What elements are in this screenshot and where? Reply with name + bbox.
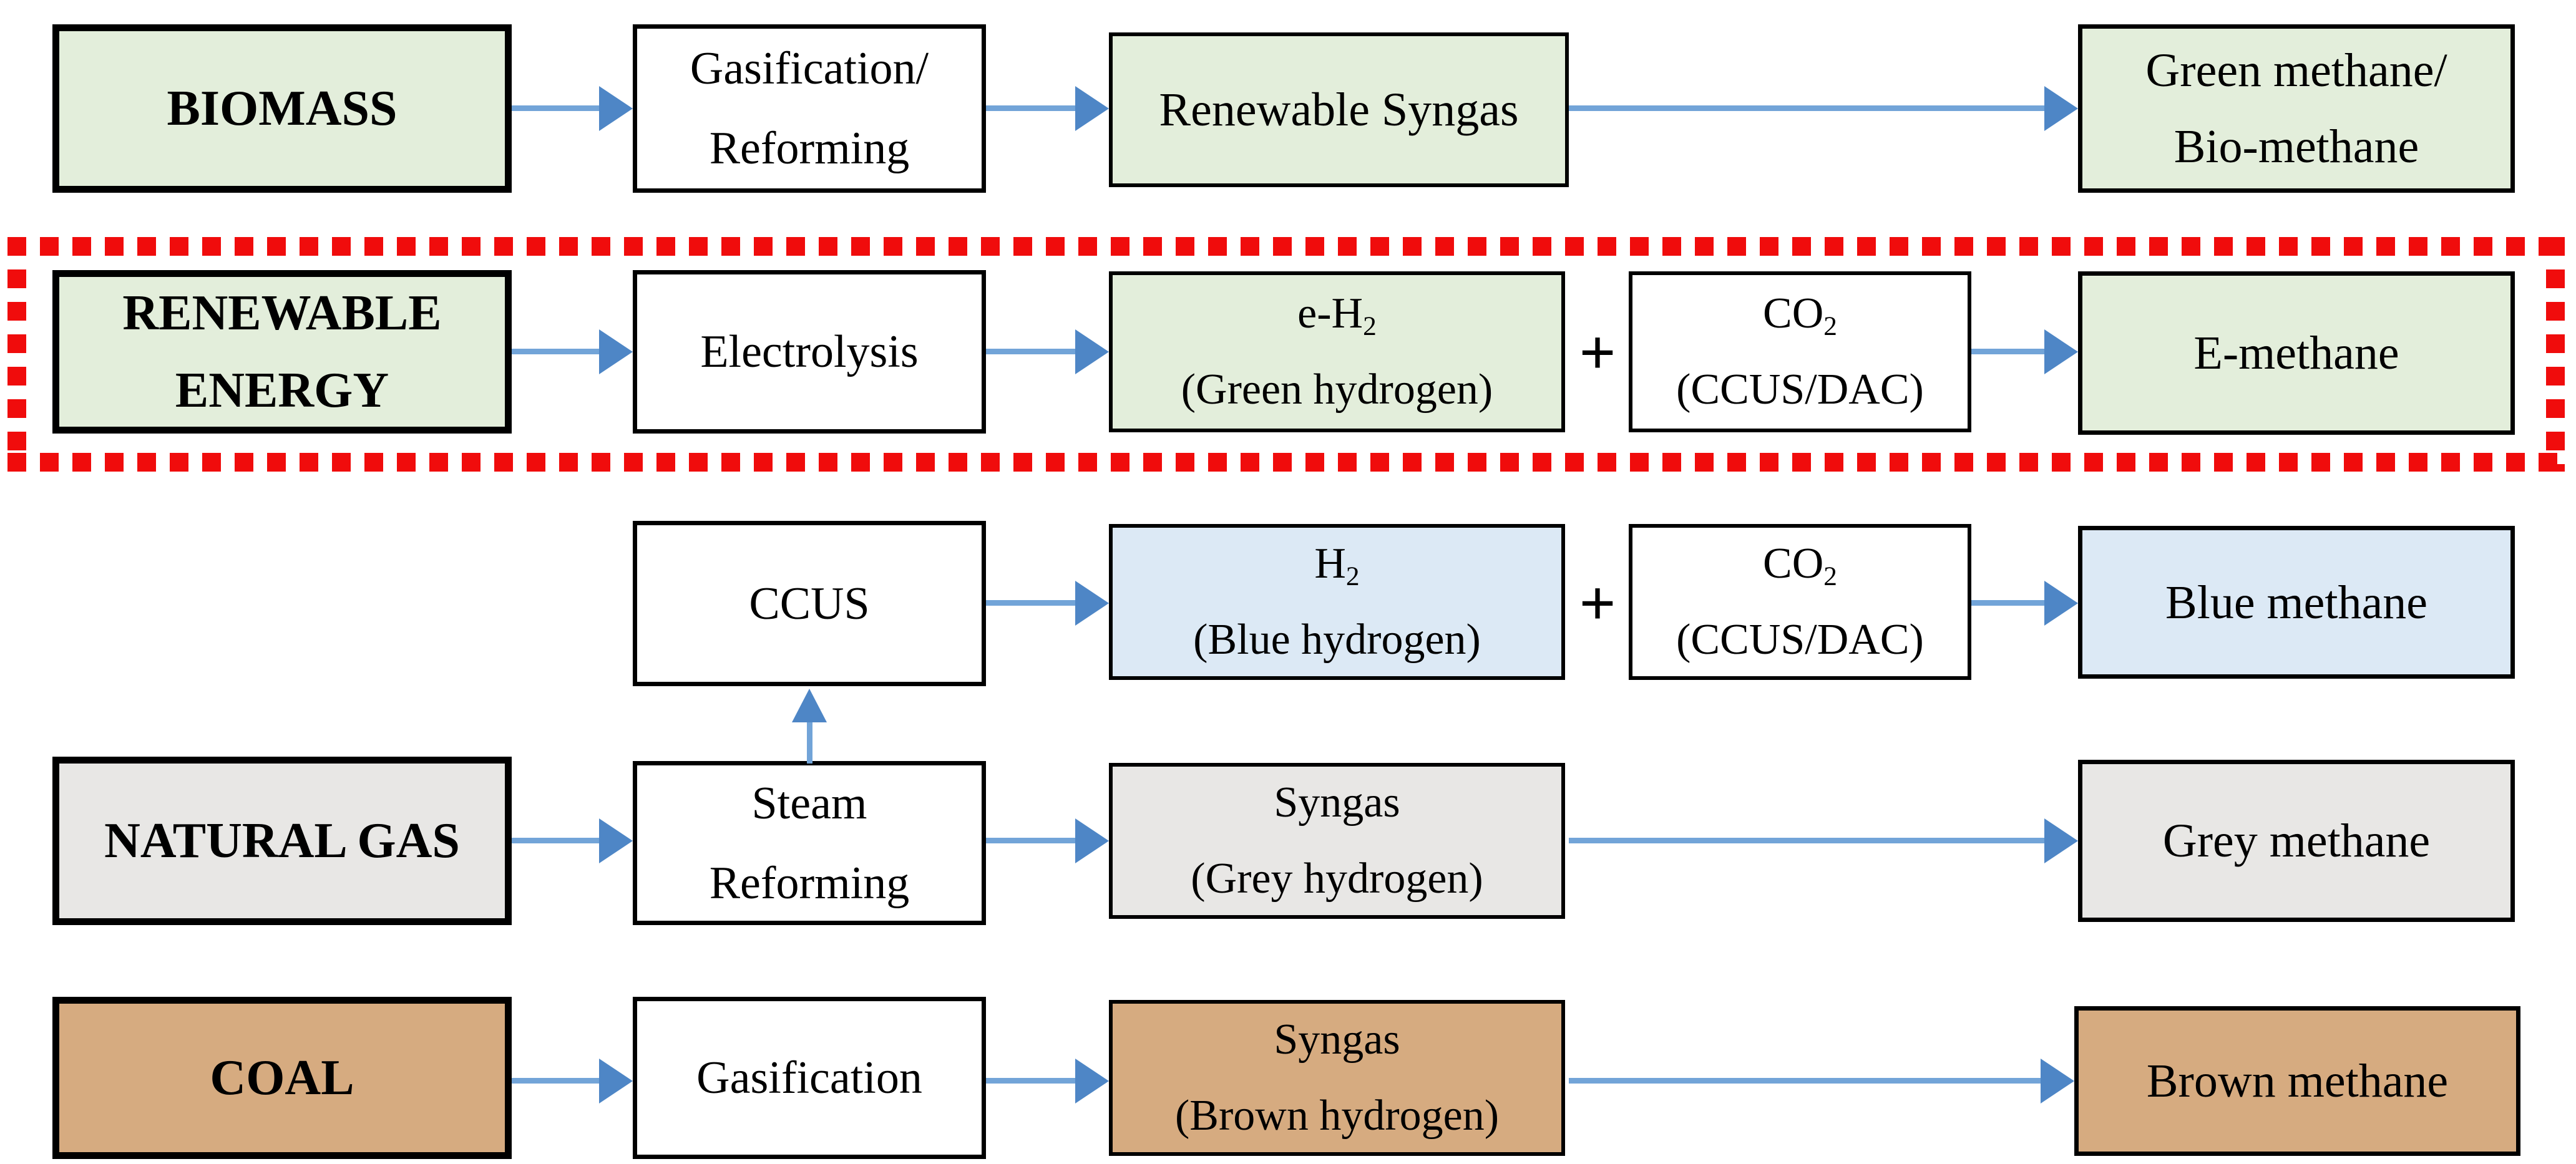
blue-methane-label: Blue methane <box>2165 576 2427 629</box>
co2-formula-renewable: CO2 <box>1763 289 1837 342</box>
brown-methane-label: Brown methane <box>2146 1055 2449 1107</box>
blue-hydrogen-formula: H2 <box>1314 540 1360 592</box>
plus-sign-blue: + <box>1579 568 1616 639</box>
natural-gas-label: NATURAL GAS <box>104 813 460 868</box>
brown-syngas-box: Syngas (Brown hydrogen) <box>1109 1000 1565 1156</box>
biomass-box: BIOMASS <box>52 24 512 193</box>
arrow-renewable-syngas-to-green-methane <box>1569 86 2078 131</box>
grey-methane-label: Grey methane <box>2162 815 2431 867</box>
co2-ccus-dac-box-renewable: CO2 (CCUS/DAC) <box>1629 271 1971 432</box>
gasification-reforming-line1: Gasification/ <box>690 43 929 94</box>
renewable-syngas-box: Renewable Syngas <box>1109 32 1569 187</box>
arrow-grey-syngas-to-grey-methane <box>1569 818 2078 863</box>
gasification-box: Gasification <box>633 997 986 1159</box>
natural-gas-box: NATURAL GAS <box>52 757 512 925</box>
arrow-coal-to-gasification <box>512 1059 633 1103</box>
green-hydrogen-formula: e-H2 <box>1297 289 1377 342</box>
gasification-reforming-box: Gasification/ Reforming <box>633 24 986 193</box>
ccus-label: CCUS <box>749 578 870 629</box>
e-methane-box: E-methane <box>2078 271 2515 435</box>
arrow-ccus-to-blue-hydrogen <box>986 581 1109 626</box>
arrow-biomass-to-gasification <box>512 86 633 131</box>
highlight-frame-left <box>7 237 26 472</box>
green-methane-box: Green methane/ Bio-methane <box>2078 24 2515 193</box>
arrow-steam-reforming-to-ccus <box>792 689 827 764</box>
electrolysis-box: Electrolysis <box>633 270 986 434</box>
co2-ccus-dac-box-blue: CO2 (CCUS/DAC) <box>1629 524 1971 680</box>
grey-methane-box: Grey methane <box>2078 760 2515 922</box>
arrow-steam-reforming-to-grey-syngas <box>986 818 1109 863</box>
renewable-energy-line2: ENERGY <box>175 363 389 418</box>
co2-formula-blue: CO2 <box>1763 540 1837 592</box>
electrolysis-label: Electrolysis <box>700 326 919 377</box>
green-hydrogen-box: e-H2 (Green hydrogen) <box>1109 271 1565 432</box>
arrow-gasification-to-renewable-syngas <box>986 86 1109 131</box>
plus-sign-renewable: + <box>1579 317 1616 389</box>
co2-paren-blue: (CCUS/DAC) <box>1676 616 1924 664</box>
ccus-box: CCUS <box>633 521 986 686</box>
grey-syngas-paren: (Grey hydrogen) <box>1191 855 1483 903</box>
arrow-natural-gas-to-steam-reforming <box>512 818 633 863</box>
gasification-reforming-line2: Reforming <box>709 123 910 174</box>
arrow-co2-to-e-methane <box>1971 329 2078 374</box>
grey-syngas-line1: Syngas <box>1274 778 1400 827</box>
renewable-energy-line1: RENEWABLE <box>122 286 442 341</box>
renewable-energy-box: RENEWABLE ENERGY <box>52 270 512 434</box>
highlight-frame-bottom <box>7 453 2565 472</box>
coal-label: COAL <box>210 1050 354 1105</box>
co2-paren-renewable: (CCUS/DAC) <box>1676 366 1924 414</box>
steam-reforming-line2: Reforming <box>709 857 910 909</box>
biomass-label: BIOMASS <box>167 81 398 136</box>
green-methane-line1: Green methane/ <box>2145 44 2447 97</box>
gasification-label: Gasification <box>696 1052 922 1103</box>
steam-reforming-box: Steam Reforming <box>633 761 986 925</box>
brown-syngas-paren: (Brown hydrogen) <box>1174 1092 1500 1140</box>
e-methane-label: E-methane <box>2193 327 2399 379</box>
green-methane-line2: Bio-methane <box>2174 120 2419 173</box>
renewable-syngas-label: Renewable Syngas <box>1159 84 1519 136</box>
arrow-brown-syngas-to-brown-methane <box>1569 1059 2074 1103</box>
steam-reforming-line1: Steam <box>751 777 867 829</box>
highlight-frame-right <box>2546 237 2565 472</box>
arrow-co2-to-blue-methane <box>1971 581 2078 626</box>
arrow-electrolysis-to-green-hydrogen <box>986 329 1109 374</box>
green-hydrogen-paren: (Green hydrogen) <box>1181 366 1493 414</box>
highlight-frame-top <box>7 237 2565 256</box>
coal-box: COAL <box>52 997 512 1159</box>
arrow-renewable-energy-to-electrolysis <box>512 329 633 374</box>
blue-methane-box: Blue methane <box>2078 526 2515 679</box>
brown-syngas-line1: Syngas <box>1274 1016 1400 1064</box>
brown-methane-box: Brown methane <box>2074 1006 2520 1156</box>
grey-syngas-box: Syngas (Grey hydrogen) <box>1109 763 1565 919</box>
blue-hydrogen-paren: (Blue hydrogen) <box>1193 616 1481 664</box>
blue-hydrogen-box: H2 (Blue hydrogen) <box>1109 524 1565 680</box>
arrow-gasification-to-brown-syngas <box>986 1059 1109 1103</box>
